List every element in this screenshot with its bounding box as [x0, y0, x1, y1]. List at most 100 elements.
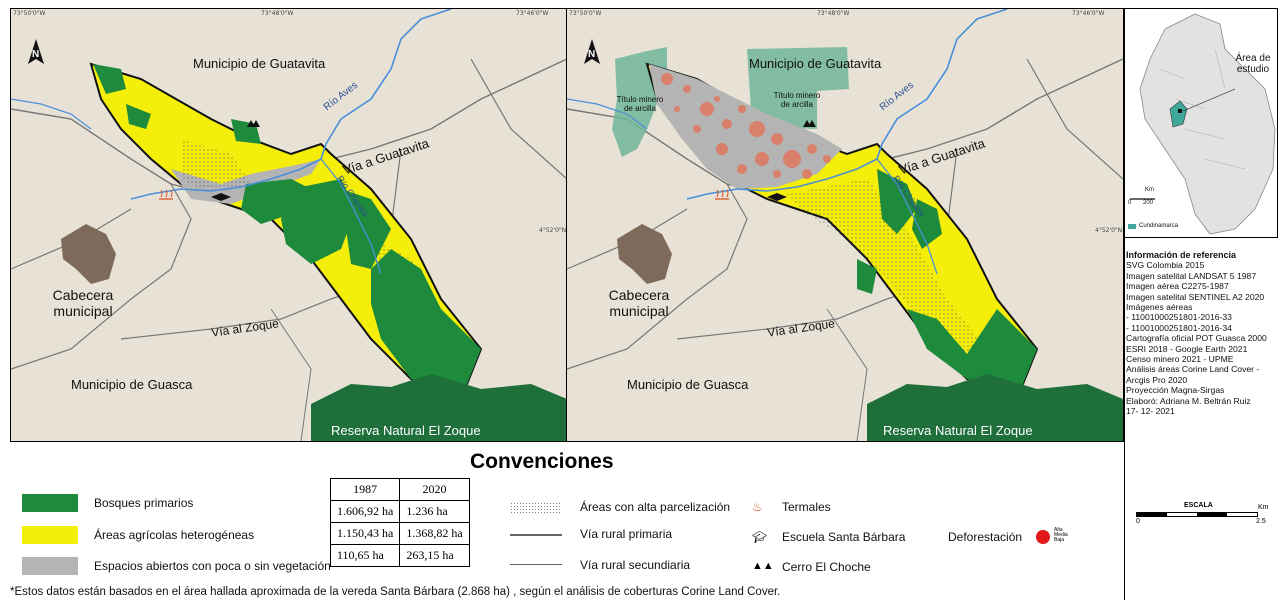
label-guatavita: Municipio de Guatavita	[193, 56, 326, 71]
map-2020: N 73°50'0"W 73°48'0"W 73°46'0"W 4°52'0"N…	[566, 8, 1124, 442]
svg-text:N: N	[588, 49, 595, 60]
legend-swatch-via-primaria	[510, 534, 562, 536]
legend-swatch-espacios	[22, 557, 78, 575]
label-titulo-1: Título minero de arcilla	[616, 95, 664, 113]
legend-espacios: Espacios abiertos con poca o sin vegetac…	[94, 559, 331, 573]
cabecera-1987	[61, 224, 116, 284]
legend-via-primaria: Vía rural primaria	[580, 527, 673, 541]
inset-area-label: Área de estudio	[1235, 53, 1271, 75]
legend-via-secundaria: Vía rural secundiaria	[580, 558, 691, 572]
reference-line: - 11001000251801-2016-34	[1126, 322, 1232, 333]
deforestation-circles	[661, 73, 831, 179]
scale-bar-graphic	[1136, 512, 1258, 517]
stats-cell: 1.606,92 ha	[329, 500, 401, 523]
stats-cell: 1.150,43 ha	[329, 522, 401, 545]
legend-bosques: Bosques primarios	[94, 496, 194, 510]
coord-label: 4°52'0"N	[1095, 227, 1123, 234]
north-arrow-icon: N	[584, 39, 600, 64]
defo-level: Media	[1054, 532, 1068, 538]
cabecera-2020	[617, 224, 672, 284]
defo-level: Alta	[1054, 527, 1063, 533]
legend-deforestacion: Deforestación	[948, 530, 1023, 544]
deforestation-circle-icon	[1036, 530, 1050, 544]
label-cabecera: Cabecera municipal	[52, 287, 114, 319]
coord-label: 73°50'0"W	[569, 10, 602, 17]
legend-parcelizacion: Áreas con alta parcelización	[580, 500, 731, 514]
reference-line: Imagen satelital SENTINEL A2 2020	[1126, 291, 1265, 302]
legend-termales: Termales	[782, 500, 831, 514]
scale-zero: 0	[1136, 518, 1140, 525]
reference-title: Información de referencia	[1126, 250, 1237, 260]
reference-line: Análisis áreas Corine Land Cover -	[1126, 364, 1260, 375]
legend-title: Convenciones	[470, 450, 614, 473]
escuela-icon	[767, 193, 787, 201]
reference-line: 17- 12- 2021	[1126, 406, 1175, 417]
escuela-icon	[211, 193, 231, 201]
reserva-2020	[867, 374, 1123, 441]
titulo-minero-2	[747, 47, 849, 129]
termales-icon: ♨	[752, 500, 763, 514]
legend-swatch-agricolas	[22, 526, 78, 544]
reference-line: Imagen satelital LANDSAT 5 1987	[1126, 270, 1257, 281]
scale-max: 2.5	[1256, 518, 1266, 525]
coord-label: 73°48'0"W	[817, 10, 850, 17]
termales-icon	[159, 189, 173, 200]
legend-cerro: Cerro El Choche	[782, 560, 871, 574]
reference-line: ESRI 2018 - Google Earth 2021	[1126, 343, 1248, 354]
label-guatavita: Municipio de Guatavita	[749, 56, 882, 71]
coord-label: 4°52'0"N	[539, 227, 567, 234]
stats-header: 1987	[329, 478, 401, 501]
stats-cell: 110,65 ha	[329, 544, 401, 567]
coord-label: 73°50'0"W	[13, 10, 46, 17]
label-reserva: Reserva Natural El Zoque	[331, 423, 481, 438]
deforestation-levels: Alta Media Baja	[1054, 528, 1068, 543]
reference-line: Cartografía oficial POT Guasca 2000	[1126, 333, 1267, 344]
reference-line: Elaboró: Adriana M. Beltrán Ruiz	[1126, 395, 1251, 406]
inset-scale-zero: 0	[1128, 200, 1132, 206]
label-guasca: Municipio de Guasca	[71, 377, 193, 392]
map-1987: N 73°50'0"W 73°48'0"W 73°46'0"W 4°52'0"N…	[10, 8, 568, 442]
inset-scale-unit: Km	[1145, 187, 1154, 193]
termales-icon	[715, 189, 729, 200]
inset-scale-val: 200	[1143, 200, 1154, 206]
reference-line: Imagen aérea C2275-1987	[1126, 281, 1229, 292]
svg-text:N: N	[32, 49, 39, 60]
legend-swatch-parcelizacion	[510, 502, 562, 514]
stats-cell: 1.368,82 ha	[399, 522, 470, 545]
reference-line: SVG Colombia 2015	[1126, 260, 1205, 271]
coord-label: 73°46'0"W	[516, 10, 549, 17]
coord-label: 73°48'0"W	[261, 10, 294, 17]
map-2020-canvas: N	[567, 9, 1123, 441]
inset-map-colombia: Área de estudio Km 0 200 Cundinamarca	[1124, 8, 1278, 238]
label-cabecera: Cabecera municipal	[608, 287, 670, 319]
cerro-icon: ▲▲	[752, 560, 774, 572]
scale-unit: Km	[1258, 504, 1269, 511]
defo-level: Baja	[1054, 537, 1065, 543]
stats-cell: 1.236 ha	[399, 500, 470, 523]
legend-swatch-via-secundaria	[510, 564, 562, 565]
label-guasca: Municipio de Guasca	[627, 377, 749, 392]
north-arrow-icon: N	[28, 39, 44, 64]
stats-cell: 263,15 ha	[399, 544, 470, 567]
reference-line: Imágenes aéreas	[1126, 302, 1193, 313]
map-1987-canvas: N	[11, 9, 567, 441]
scale-title: ESCALA	[1184, 502, 1213, 509]
stats-header: 2020	[399, 478, 470, 501]
reference-line: Arcgis Pro 2020	[1126, 374, 1188, 385]
reference-info: Información de referencia SVG Colombia 2…	[1126, 250, 1276, 417]
legend-escuela: Escuela Santa Bárbara	[782, 530, 906, 544]
legend-swatch-bosques	[22, 494, 78, 512]
cerro-icon	[803, 120, 816, 127]
reference-line: - 11001000251801-2016-33	[1126, 312, 1232, 323]
reference-line: Censo minero 2021 - UPME	[1126, 354, 1234, 365]
footnote: *Estos datos están basados en el área ha…	[10, 586, 781, 598]
scale-bar: ESCALA Km 0 2.5	[1136, 502, 1269, 532]
coord-label: 73°46'0"W	[1072, 10, 1105, 17]
inset-legend: Cundinamarca	[1139, 223, 1179, 229]
label-titulo-2: Título minero de arcilla	[773, 91, 821, 109]
inset-canvas	[1125, 9, 1277, 237]
stats-table: 1987 2020 1.606,92 ha 1.236 ha 1.150,43 …	[329, 478, 470, 567]
label-reserva: Reserva Natural El Zoque	[883, 423, 1033, 438]
reserva-1987	[311, 374, 567, 441]
cerro-icon	[247, 120, 260, 127]
